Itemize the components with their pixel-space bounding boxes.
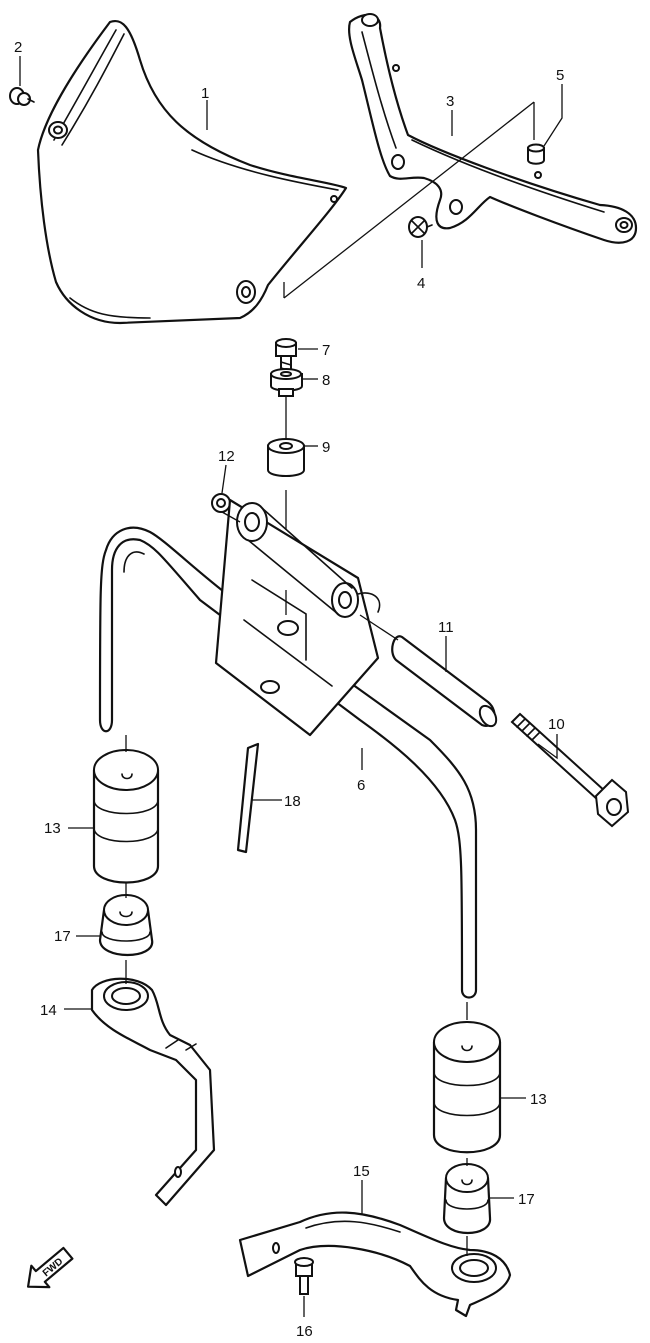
- part-12-washer: [211, 493, 231, 513]
- callout-17-left: 17: [54, 928, 71, 945]
- part-18-strip: [236, 742, 260, 854]
- part-11-tube: [391, 635, 498, 728]
- part-10-long-bolt: [510, 712, 630, 828]
- callout-10: 10: [548, 716, 565, 733]
- callout-4: 4: [417, 275, 425, 292]
- part-4-screw: [408, 216, 433, 238]
- callout-16: 16: [296, 1323, 313, 1340]
- fwd-arrow-icon: FWD: [26, 1246, 74, 1289]
- callout-15: 15: [353, 1163, 370, 1180]
- part-3-bracket: [348, 13, 638, 244]
- callout-5: 5: [556, 67, 564, 84]
- callout-3: 3: [446, 93, 454, 110]
- callout-7: 7: [322, 342, 330, 359]
- part-17-damper-right: [442, 1163, 492, 1235]
- callout-13-right: 13: [530, 1091, 547, 1108]
- callout-12: 12: [218, 448, 235, 465]
- callout-17-right: 17: [518, 1191, 535, 1208]
- callout-labels: 1 2 3 4 5 6 7 8 9 10 11 12 13 13 14 15 1…: [14, 39, 565, 1340]
- callout-14: 14: [40, 1002, 57, 1019]
- part-5-cap: [527, 143, 545, 165]
- part-8-collar: [270, 368, 303, 397]
- callout-13-left: 13: [44, 820, 61, 837]
- callout-1: 1: [201, 85, 209, 102]
- part-16-bolt: [294, 1257, 314, 1295]
- part-14-lower-bracket: [90, 977, 216, 1207]
- callout-18: 18: [284, 793, 301, 810]
- part-13-mount-rubber-right: [432, 1021, 502, 1154]
- assembly-lines: [125, 101, 535, 1256]
- callout-leaders: [19, 56, 563, 1317]
- part-17-damper-left: [98, 894, 154, 957]
- part-15-lower-bracket: [238, 1211, 512, 1318]
- part-9-bushing: [267, 438, 305, 477]
- part-13-mount-rubber-left: [92, 749, 160, 884]
- callout-8: 8: [322, 372, 330, 389]
- part-2-grommet: [9, 87, 35, 106]
- callout-6: 6: [357, 777, 365, 794]
- callout-11: 11: [438, 619, 454, 636]
- callout-2: 2: [14, 39, 22, 56]
- part-1-side-cover: [36, 19, 348, 325]
- part-6-frame: [98, 498, 478, 999]
- callout-9: 9: [322, 439, 330, 456]
